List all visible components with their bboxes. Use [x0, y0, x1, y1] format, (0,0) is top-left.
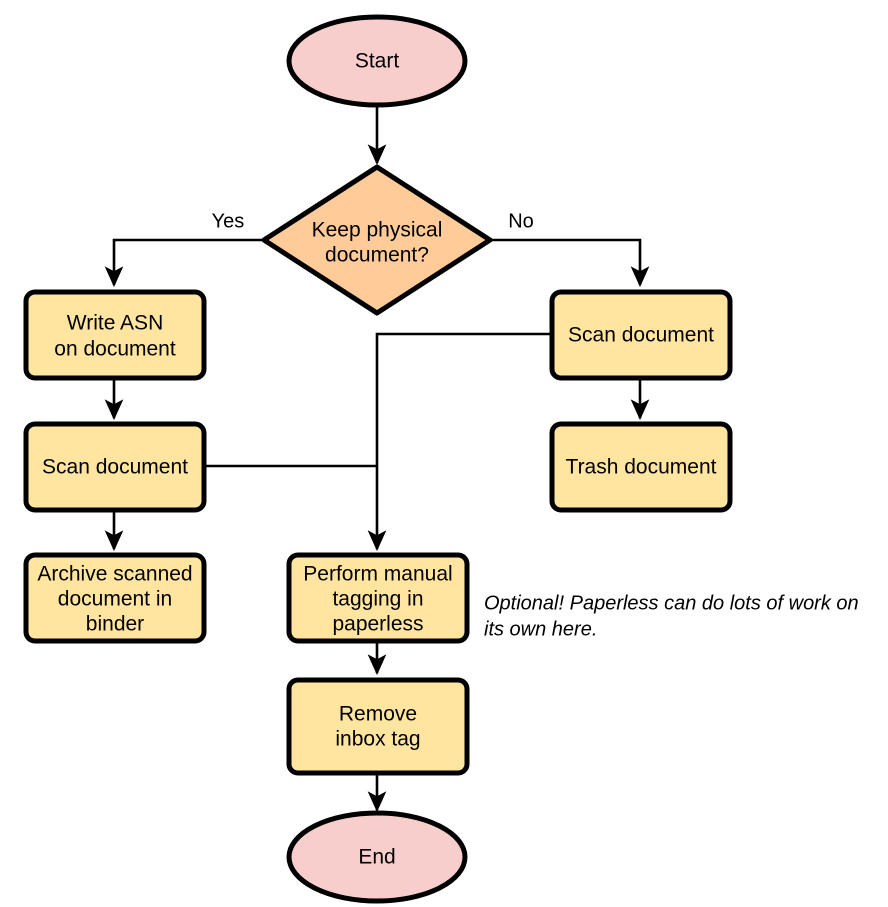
annotation-note: Optional! Paperless can do lots of work …: [484, 592, 859, 640]
node-trash-document[interactable]: Trash document: [549, 421, 733, 513]
node-decision-keep-physical-document[interactable]: Keep physical document?: [261, 164, 493, 316]
scan-document-right-box: [549, 289, 733, 381]
archive-label-line1: Archive scanned: [37, 563, 192, 586]
archive-label-line3: binder: [86, 613, 144, 636]
edge-label-yes: Yes: [212, 210, 245, 232]
tagging-label-line3: paperless: [332, 613, 423, 636]
start-ellipse: [286, 14, 468, 108]
annotation-line2: its own here.: [484, 618, 597, 640]
write-asn-label-line1: Write ASN: [67, 312, 163, 335]
write-asn-box: [23, 289, 207, 381]
node-archive-scanned-document[interactable]: Archive scanned document in binder: [23, 552, 207, 644]
edge-scan-right-to-tagging: [367, 332, 552, 552]
trash-document-box: [549, 421, 733, 513]
tagging-box: [286, 552, 470, 644]
remove-inbox-tag-label-line2: inbox tag: [335, 728, 420, 751]
annotation-line1: Optional! Paperless can do lots of work …: [484, 592, 859, 614]
scan-document-left-box: [23, 421, 207, 513]
node-write-asn-on-document[interactable]: Write ASN on document: [23, 289, 207, 381]
decision-diamond: [261, 164, 493, 316]
connector-layer: [104, 101, 650, 813]
archive-box: [23, 552, 207, 644]
trash-document-label: Trash document: [566, 456, 717, 479]
node-remove-inbox-tag[interactable]: Remove inbox tag: [286, 677, 470, 776]
scan-document-right-label: Scan document: [568, 324, 714, 347]
node-perform-manual-tagging[interactable]: Perform manual tagging in paperless: [286, 552, 470, 644]
archive-label-line2: document in: [58, 588, 172, 611]
node-scan-document-right[interactable]: Scan document: [549, 289, 733, 381]
node-start[interactable]: Start: [286, 14, 468, 108]
end-ellipse: [286, 810, 468, 904]
write-asn-label-line2: on document: [54, 338, 176, 361]
node-scan-document-left[interactable]: Scan document: [23, 421, 207, 513]
remove-inbox-tag-label-line1: Remove: [339, 703, 417, 726]
scan-document-left-label: Scan document: [42, 456, 188, 479]
tagging-label-line2: tagging in: [332, 588, 423, 611]
edge-decision-no-to-scan-right: [490, 238, 650, 288]
decision-label-line1: Keep physical: [312, 219, 443, 242]
edge-label-no: No: [508, 210, 534, 232]
node-end[interactable]: End: [286, 810, 468, 904]
tagging-label-line1: Perform manual: [303, 563, 452, 586]
remove-inbox-tag-box: [286, 677, 470, 776]
decision-label-line2: document?: [325, 244, 429, 267]
start-label: Start: [355, 50, 400, 73]
edge-decision-yes-to-write-asn: [104, 238, 264, 288]
end-label: End: [358, 846, 395, 869]
